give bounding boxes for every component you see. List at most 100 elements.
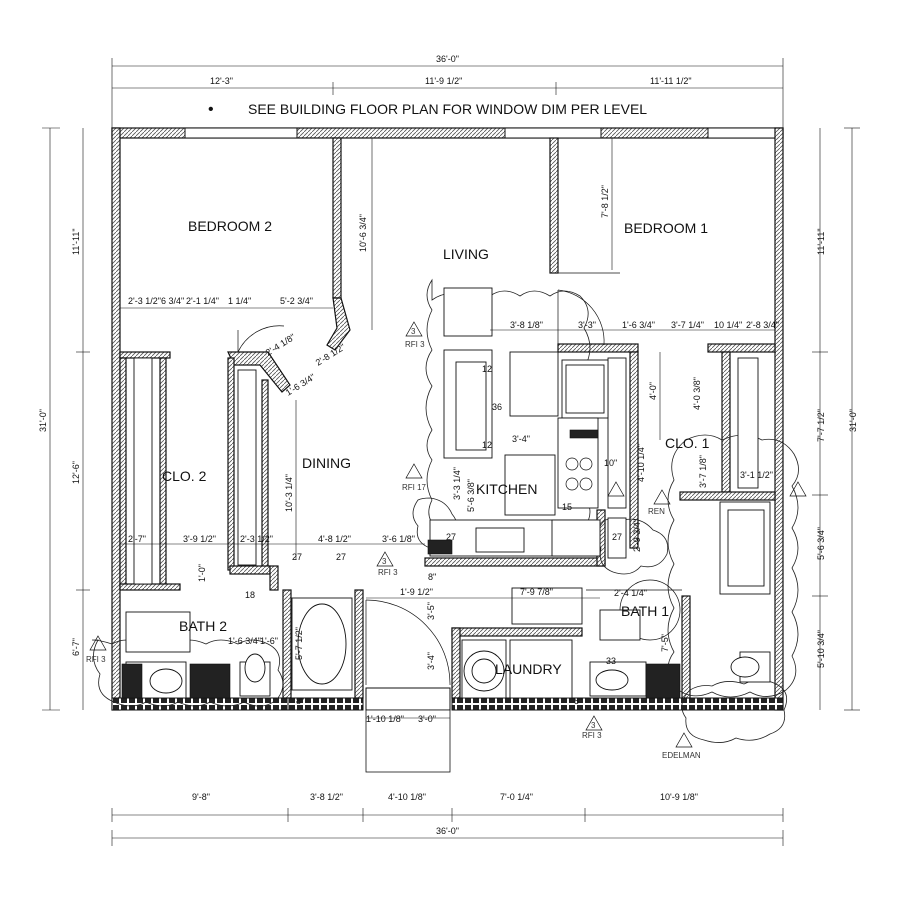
- room-kitchen: KITCHEN: [476, 481, 537, 497]
- dim-kit-in5: 4'-10 1/4": [636, 444, 646, 482]
- window-note: • SEE BUILDING FLOOR PLAN FOR WINDOW DIM…: [208, 101, 647, 118]
- top-dim-2: 11'-9 1/2": [425, 76, 462, 86]
- bottom-dim-2: 3'-8 1/2": [310, 792, 343, 802]
- dim-kit-in1: 3'-4": [512, 434, 530, 444]
- tag-num-d: 3: [591, 721, 596, 730]
- dim-clo1-a: 3'-7 1/8": [698, 455, 708, 488]
- closet-shelves: [133, 357, 759, 585]
- dim-kit-a: 3'-8 1/8": [510, 320, 543, 330]
- tag-rfi17: RFI 17: [402, 483, 427, 492]
- eq-27b: 27: [336, 552, 346, 562]
- dim-kit-in2: 10": [604, 458, 617, 468]
- eq-12b: 12: [482, 440, 492, 450]
- dim-b2-a: 2'-3 1/2": [128, 296, 161, 306]
- dim-clo2-a: 2'-7": [128, 534, 146, 544]
- dim-kit-e: 10 1/4": [714, 320, 742, 330]
- dim-bath2-b: 1'-6 3/4": [228, 636, 261, 646]
- dim-b2-d: 1 1/4": [228, 296, 251, 306]
- room-laundry: LAUNDRY: [495, 661, 562, 677]
- note-text: SEE BUILDING FLOOR PLAN FOR WINDOW DIM P…: [248, 101, 647, 117]
- right-dim-1: 11'-11": [816, 228, 826, 255]
- dim-hall-d: 3'-4": [426, 652, 436, 670]
- tag-rfi3-b: RFI 3: [378, 568, 398, 577]
- dim-kit-f: 2'-8 3/4": [746, 320, 779, 330]
- dim-bath2-v: 5'-7 1/2": [294, 627, 304, 660]
- bottom-dim-1: 9'-8": [192, 792, 210, 802]
- dim-b2-c: 2'-1 1/4": [186, 296, 219, 306]
- dim-clo2-b: 3'-9 1/2": [183, 534, 216, 544]
- eq-27c: 27: [446, 532, 456, 542]
- overall-dimensions: 36'-0" 12'-3" 11'-9 1/2" 11'-11 1/2" 9'-…: [38, 54, 860, 846]
- dim-hall-a: 7'-9 7/8": [520, 587, 553, 597]
- left-dim-1: 11'-11": [71, 228, 81, 255]
- dim-clo1-b: 3'-1 1/2": [740, 470, 773, 480]
- left-dim-3: 6'-7": [71, 638, 81, 656]
- dim-closet-v: 4'-0": [648, 382, 658, 400]
- revision-tags: 3 RFI 3 RFI 17 3 RFI 3 RFI 3 3 RFI 3 EDE…: [86, 321, 807, 760]
- eq-27a: 27: [292, 552, 302, 562]
- dim-kit-in3: 3'-3 1/4": [452, 467, 462, 500]
- overall-top-dim: 36'-0": [436, 54, 459, 64]
- tag-num-a: 3: [411, 327, 416, 336]
- room-clo2: CLO. 2: [162, 468, 207, 484]
- exterior-walls: [111, 127, 784, 773]
- note-bullet: •: [208, 101, 214, 118]
- dim-lnd-b: 3'-0": [418, 714, 436, 724]
- eq-12a: 12: [482, 364, 492, 374]
- interior-walls: [119, 137, 776, 699]
- room-living: LIVING: [443, 246, 489, 262]
- dim-hall-c: 3'-5": [426, 602, 436, 620]
- room-bath2: BATH 2: [179, 618, 227, 634]
- room-labels: BEDROOM 2 BEDROOM 1 LIVING DINING CLO. 2…: [162, 218, 710, 677]
- room-dining: DINING: [302, 455, 351, 471]
- room-bath1: BATH 1: [621, 603, 669, 619]
- dim-din-v: 10'-3 1/4": [284, 474, 294, 512]
- room-clo1: CLO. 1: [665, 435, 710, 451]
- dim-b2-e: 5'-2 3/4": [280, 296, 313, 306]
- eq-36: 36: [492, 402, 502, 412]
- tag-ren: REN: [648, 507, 665, 516]
- kitchen-fixtures: [429, 287, 627, 559]
- dim-small-8c: 8": [574, 696, 582, 706]
- right-dim-4: 5'-10 3/4": [816, 630, 826, 668]
- overall-left-dim: 31'-0": [38, 409, 48, 432]
- overall-right-dim: 31'-0": [848, 409, 858, 432]
- bottom-dim-3: 4'-10 1/8": [388, 792, 426, 802]
- top-dim-1: 12'-3": [210, 76, 233, 86]
- eq-27d: 27: [612, 532, 622, 542]
- dim-kit-b: 3'-3": [578, 320, 596, 330]
- base-cabinets: [121, 429, 681, 699]
- room-bedroom2: BEDROOM 2: [188, 218, 272, 234]
- dim-kit-d: 3'-7 1/4": [671, 320, 704, 330]
- dim-hall-b: 1'-9 1/2": [400, 587, 433, 597]
- right-dim-3: 5'-6 3/4": [816, 527, 826, 560]
- dim-small-8b: 8": [428, 572, 436, 582]
- dim-kit-c: 1'-6 3/4": [622, 320, 655, 330]
- bottom-dim-4: 7'-0 1/4": [500, 792, 533, 802]
- dim-bath1-a: 2'-9 3/4": [632, 519, 642, 552]
- dim-b2-b: 6 3/4": [161, 296, 184, 306]
- dim-diag-a: 2'-4 1/8": [264, 332, 297, 358]
- right-dim-2: 7'-7 1/2": [816, 409, 826, 442]
- dim-bath1-b: 2'-4 1/4": [614, 588, 647, 598]
- left-dim-2: 12'-6": [71, 461, 81, 484]
- bath-fixtures: [125, 501, 771, 699]
- eq-33: 33: [606, 656, 616, 666]
- top-dim-3: 11'-11 1/2": [650, 76, 692, 86]
- tag-rfi3-c: RFI 3: [86, 655, 106, 664]
- doors: [237, 289, 682, 686]
- dim-lnd-a: 1'-10 1/8": [366, 714, 404, 724]
- dim-bath2-c: 1'-6": [260, 636, 278, 646]
- tag-rfi3-a: RFI 3: [405, 340, 425, 349]
- room-bedroom1: BEDROOM 1: [624, 220, 708, 236]
- eq-18: 18: [245, 590, 255, 600]
- tag-rfi3-d: RFI 3: [582, 731, 602, 740]
- dim-liv-v: 10'-6 3/4": [358, 214, 368, 252]
- dim-bath1-c: 7'-5": [660, 634, 670, 652]
- dim-clo2-c: 2'-3 1/2": [240, 534, 273, 544]
- dim-din-a: 4'-8 1/2": [318, 534, 351, 544]
- tag-edelman: EDELMAN: [662, 751, 701, 760]
- dim-closet-v2: 4'-0 3/8": [692, 377, 702, 410]
- dim-kit-in4: 5'-6 3/8": [466, 479, 476, 512]
